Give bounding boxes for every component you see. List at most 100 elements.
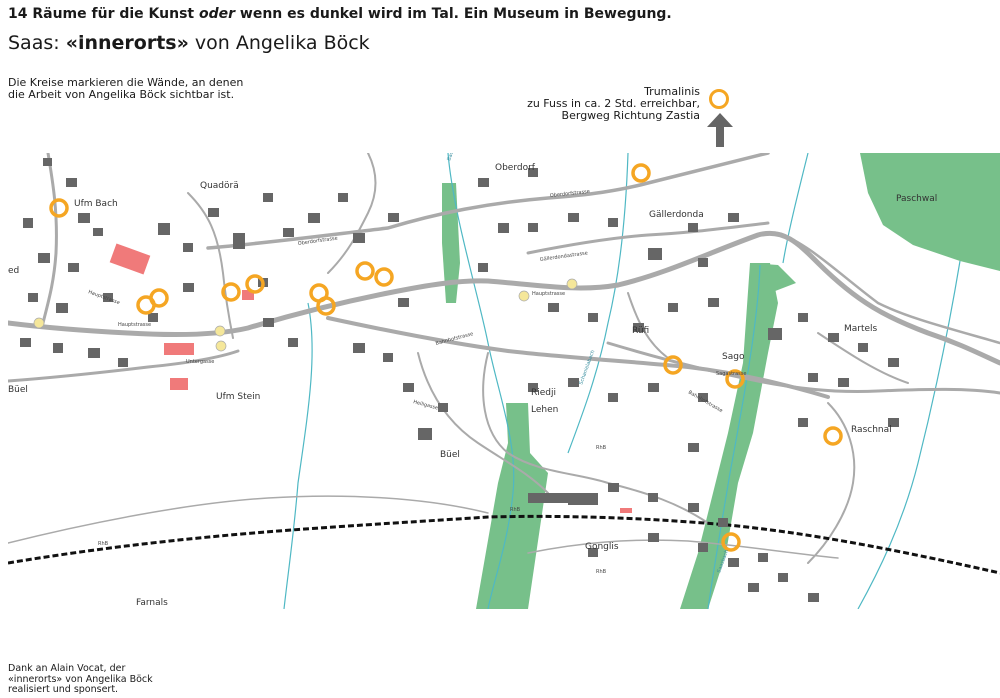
building	[88, 348, 100, 358]
page-title: 14 Räume für die Kunst oder wenn es dunk…	[8, 6, 672, 22]
offmap-location-detail: Bergweg Richtung Zastia	[561, 109, 700, 122]
page-subtitle: Saas: «innerorts» von Angelika Böck	[8, 32, 370, 54]
arrow-up-icon	[707, 113, 733, 147]
building	[568, 378, 579, 387]
road-quadoera	[187, 192, 234, 339]
artwork-marker[interactable]	[245, 274, 265, 294]
artwork-marker[interactable]	[149, 288, 169, 308]
building	[233, 233, 245, 249]
building	[208, 208, 219, 217]
building	[858, 343, 868, 352]
road-rufi	[627, 292, 669, 359]
streams	[283, 153, 961, 609]
stream-paschwal	[857, 260, 961, 609]
building-highlight	[620, 508, 632, 513]
poi-dot	[214, 325, 226, 337]
place-label: Riedji	[531, 388, 556, 398]
building-highlight	[164, 343, 194, 355]
offmap-marker-icon[interactable]	[709, 89, 729, 109]
building	[698, 393, 708, 402]
artwork-marker[interactable]	[316, 296, 336, 316]
building	[648, 248, 662, 260]
place-label: Farnals	[136, 598, 168, 608]
artwork-marker[interactable]	[631, 163, 651, 183]
building	[418, 428, 432, 440]
building	[778, 573, 788, 582]
place-label: Sago	[722, 352, 745, 362]
building	[158, 223, 170, 235]
credit-line: «innerorts» von Angelika Böck	[8, 673, 153, 685]
building	[633, 323, 644, 332]
offmap-location-detail: zu Fuss in ca. 2 Std. erreichbar,	[527, 97, 700, 110]
building	[608, 393, 618, 402]
poi-dot	[215, 340, 227, 352]
building	[78, 213, 90, 223]
building	[118, 358, 128, 367]
building	[263, 318, 274, 327]
map-intro-text: Die Kreise markieren die Wände, an denen…	[8, 77, 268, 101]
building	[798, 418, 808, 427]
offmap-location-note: Trumalinis zu Fuss in ca. 2 Std. erreich…	[460, 86, 700, 122]
artwork-marker[interactable]	[725, 369, 745, 389]
building	[828, 333, 839, 342]
building-highlight	[170, 378, 188, 390]
building	[183, 283, 194, 292]
highlighted-buildings	[109, 243, 632, 513]
road-gaellerdonda	[526, 221, 770, 255]
building	[23, 218, 33, 228]
building	[568, 213, 579, 222]
poi-dots	[33, 278, 578, 352]
building	[728, 213, 739, 222]
building	[688, 443, 699, 452]
street-label: Hauptstrasse	[87, 289, 120, 306]
street-label: RhB	[596, 569, 607, 575]
artwork-marker[interactable]	[663, 355, 683, 375]
building	[403, 383, 414, 392]
building	[528, 493, 568, 503]
forest-areas	[442, 153, 1000, 609]
poi-dot	[566, 278, 578, 290]
credit-line: realisiert und sponsert.	[8, 684, 119, 695]
building	[68, 263, 79, 272]
building	[588, 548, 598, 557]
building	[768, 328, 782, 340]
building	[383, 353, 393, 362]
poi-dot	[518, 290, 530, 302]
place-label: Gonglis	[585, 542, 619, 552]
road-untergasse	[8, 349, 240, 383]
artwork-marker[interactable]	[374, 267, 394, 287]
artwork-marker[interactable]	[221, 282, 241, 302]
building	[103, 293, 113, 302]
building	[608, 483, 619, 492]
road-martels	[817, 332, 909, 384]
railway-track	[8, 514, 1000, 575]
building	[808, 373, 818, 382]
building	[353, 233, 365, 243]
building	[648, 383, 659, 392]
building	[53, 343, 63, 353]
place-label: Ufm Stein	[216, 392, 260, 402]
artwork-marker[interactable]	[823, 426, 843, 446]
building	[838, 378, 849, 387]
artwork-marker[interactable]	[49, 198, 69, 218]
building	[888, 358, 899, 367]
street-label: Hauptstrasse	[532, 291, 565, 297]
building	[708, 298, 719, 307]
roads	[8, 153, 1000, 564]
building	[56, 303, 68, 313]
artwork-markers[interactable]	[49, 163, 843, 552]
building	[438, 403, 448, 412]
place-label: Büel	[440, 450, 460, 460]
artwork-marker[interactable]	[355, 261, 375, 281]
village-map: Ufm Bach Quadörä Oberdorf Gällerdonda Pa…	[8, 153, 1000, 609]
building-highlight	[109, 243, 151, 275]
building	[478, 178, 489, 187]
building	[688, 503, 699, 512]
road-gonglis	[527, 539, 839, 559]
stream-schanielabach	[567, 153, 629, 454]
building	[798, 313, 808, 322]
artwork-marker[interactable]	[721, 532, 741, 552]
building	[728, 558, 739, 567]
building	[283, 228, 294, 237]
intro-line: die Arbeit von Angelika Böck sichtbar is…	[8, 88, 235, 101]
